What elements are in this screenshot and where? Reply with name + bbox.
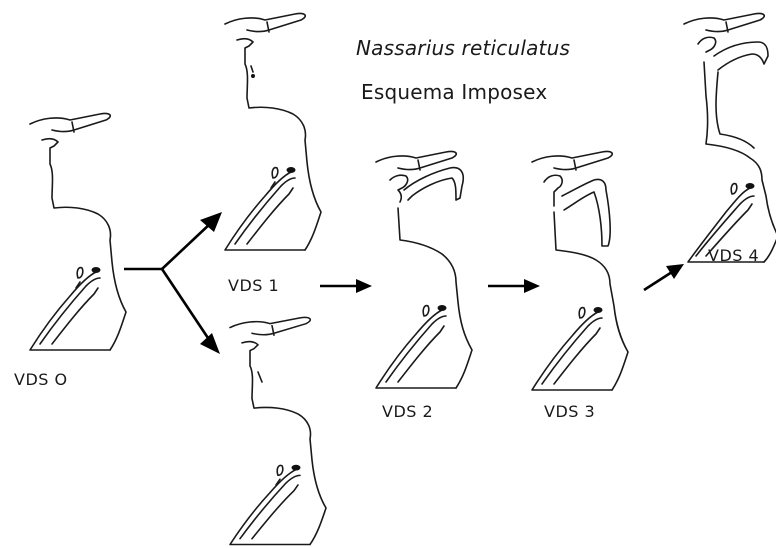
scheme-title: Esquema Imposex bbox=[361, 80, 547, 104]
stage-label-vds1: VDS 1 bbox=[228, 276, 279, 295]
species-title: Nassarius reticulatus bbox=[356, 36, 570, 60]
snail-vds2 bbox=[376, 151, 472, 388]
stage-label-vds0: VDS O bbox=[14, 370, 68, 389]
snail-vds0 bbox=[30, 113, 126, 350]
snail-vds1-lower bbox=[230, 317, 326, 544]
stage-label-vds4: VDS 4 bbox=[708, 246, 759, 265]
arrow-vds3-to-vds4 bbox=[644, 264, 684, 290]
stage-label-vds3: VDS 3 bbox=[544, 402, 595, 421]
snail-vds4 bbox=[684, 13, 776, 262]
arrow-vds1-to-vds2 bbox=[320, 279, 372, 293]
snail-vds3 bbox=[532, 151, 628, 390]
arrow-vds2-to-vds3 bbox=[488, 279, 540, 293]
stage-label-vds2: VDS 2 bbox=[382, 402, 433, 421]
branch-arrow bbox=[124, 212, 222, 354]
snail-vds1-upper bbox=[225, 13, 321, 250]
